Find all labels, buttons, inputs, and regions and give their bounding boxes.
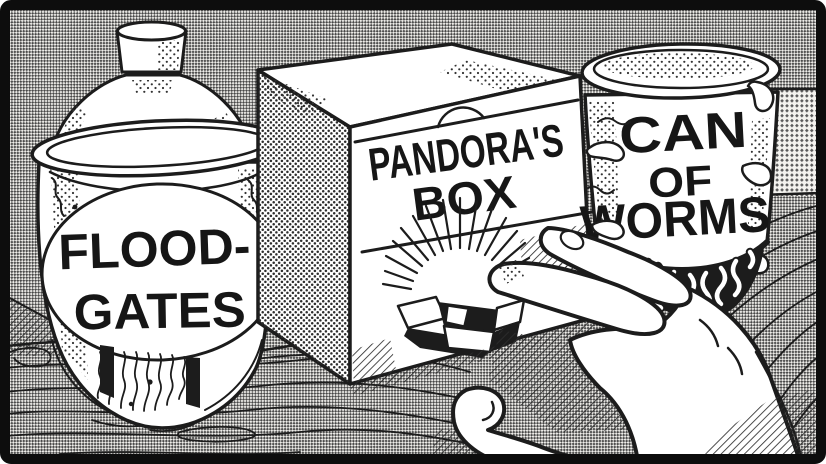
knuckle-line: [726, 346, 744, 376]
box-left-face-shading: [258, 70, 350, 384]
floodgates-label-line1: FLOOD-: [57, 218, 251, 281]
thumb-crease: [481, 400, 495, 422]
can-label-line1: CAN: [618, 101, 749, 165]
floodgate-opening: [91, 345, 200, 433]
thumb: [451, 385, 590, 464]
jug-cap: [115, 20, 188, 74]
middle-finger: [487, 260, 667, 336]
knuckle-line: [698, 318, 720, 348]
worms-on-can: [584, 80, 775, 275]
box-corner-shading: [352, 338, 398, 386]
arm-shading: [698, 390, 820, 462]
index-fingernail: [559, 229, 585, 251]
floodgates-jug: FLOOD- GATES: [30, 20, 284, 433]
pandoras-box: PANDORA'S BOX: [256, 42, 596, 396]
water-flow: [91, 351, 195, 433]
fingertip-shading: [498, 260, 524, 284]
box-label-bottom-line: [360, 210, 594, 254]
glass-reflection: [51, 177, 65, 217]
can-label-line3: WORMS: [579, 186, 772, 252]
can-shading: [588, 100, 620, 238]
hand: [451, 226, 820, 464]
box-lid-line: [353, 98, 580, 144]
floodgates-label-line2: GATES: [73, 282, 246, 341]
box-lid-notch: [436, 106, 486, 129]
can-label-line2: OF: [647, 156, 713, 206]
